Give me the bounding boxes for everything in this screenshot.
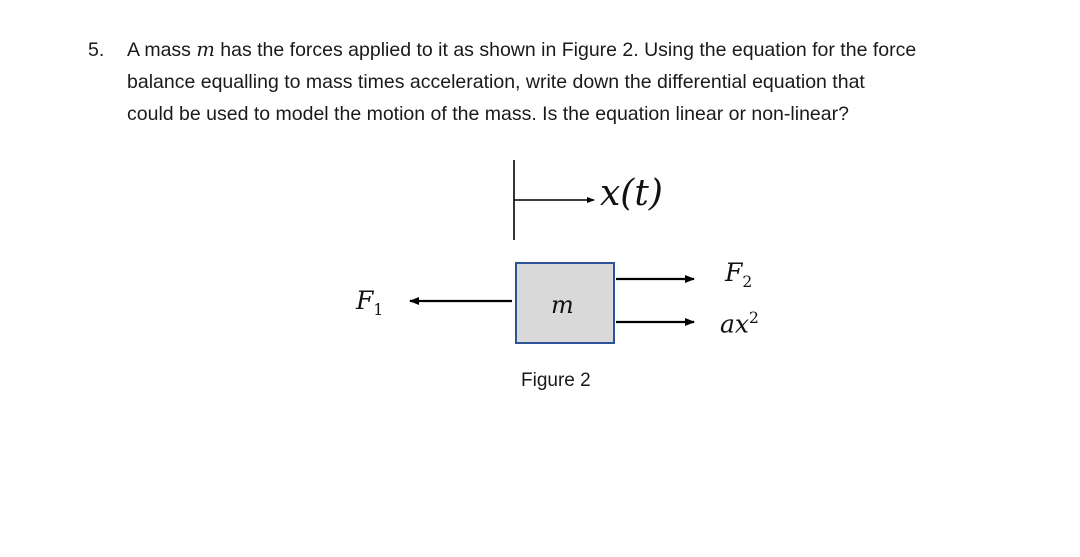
figure-caption: Figure 2 <box>521 370 591 391</box>
force-right-bottom-superscript: 2 <box>749 309 759 327</box>
force-left-symbol: F <box>356 286 374 315</box>
question-line-3: could be used to model the motion of the… <box>127 103 849 125</box>
question-number: 5. <box>88 39 105 61</box>
mass-variable: m <box>196 38 215 61</box>
force-right-bottom-symbol: ax <box>720 309 750 339</box>
question-line-1-start: A mass <box>127 39 197 61</box>
question-line-1-end: has the forces applied to it as shown in… <box>214 39 917 61</box>
force-right-top-label: F2 <box>725 258 752 291</box>
force-right-top-subscript: 2 <box>742 273 753 291</box>
mass-block <box>515 262 615 344</box>
force-right-top-symbol: F <box>725 258 743 287</box>
mass-label: m <box>551 291 574 319</box>
question-text: A mass m has the forces applied to it as… <box>127 34 1027 130</box>
force-left-label: F1 <box>356 286 383 319</box>
displacement-label: x(t) <box>600 173 663 214</box>
question-line-1: A mass m has the forces applied to it as… <box>127 34 1027 66</box>
force-right-bottom-label: ax2 <box>720 309 759 338</box>
force-left-subscript: 1 <box>373 301 384 319</box>
question-line-2: balance equalling to mass times accelera… <box>127 71 865 93</box>
